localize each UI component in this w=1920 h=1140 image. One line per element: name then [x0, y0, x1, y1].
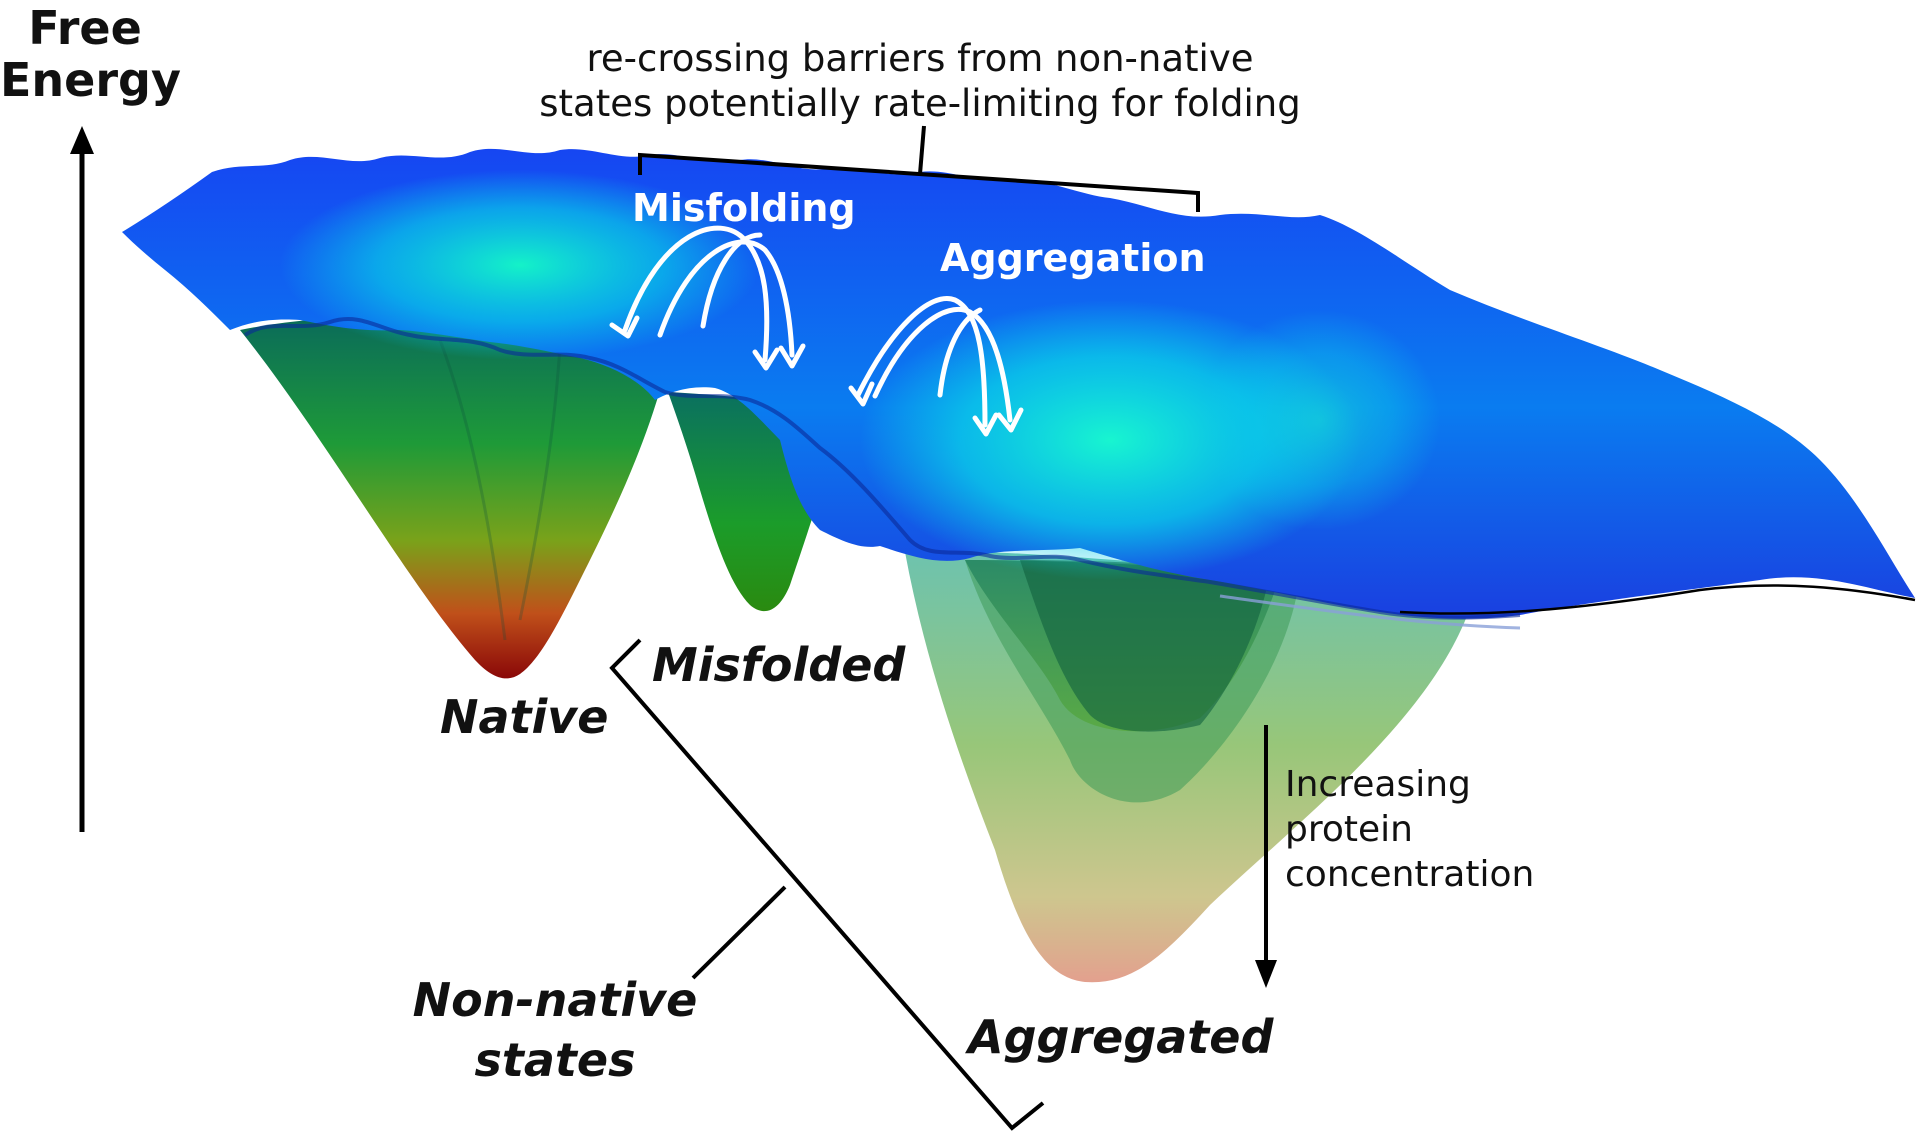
aggregated-state-label: Aggregated [968, 1010, 1274, 1064]
free-energy-axis-arrow [70, 126, 94, 832]
non-native-line2: states [474, 1033, 636, 1087]
aggregated-well [905, 551, 1470, 983]
misfolded-state-label: Misfolded [652, 638, 906, 692]
concentration-line2: protein [1285, 809, 1413, 850]
axis-title-line2: Energy [0, 53, 181, 107]
free-energy-axis-title: Free Energy [0, 1, 181, 107]
non-native-states-label: Non-native states [410, 970, 700, 1090]
concentration-label: Increasing protein concentration [1285, 762, 1534, 897]
misfolding-label: Misfolding [632, 186, 856, 230]
barrier-annotation-line1: re-crossing barriers from non-native [586, 37, 1254, 80]
non-native-line1: Non-native [412, 973, 698, 1027]
concentration-line3: concentration [1285, 854, 1535, 895]
native-well [240, 316, 670, 679]
misfolding-arrows-icon [609, 225, 806, 371]
native-state-label: Native [440, 690, 609, 744]
barrier-annotation: re-crossing barriers from non-native sta… [520, 36, 1320, 126]
axis-title-line1: Free [28, 1, 142, 55]
concentration-line1: Increasing [1285, 764, 1471, 805]
non-native-bracket [609, 638, 1045, 1131]
barrier-bracket [638, 125, 1200, 212]
concentration-arrow [1255, 725, 1277, 988]
aggregation-label: Aggregation [940, 236, 1206, 280]
aggregation-arrows-icon [848, 296, 1024, 437]
barrier-annotation-line2: states potentially rate-limiting for fol… [539, 82, 1301, 125]
